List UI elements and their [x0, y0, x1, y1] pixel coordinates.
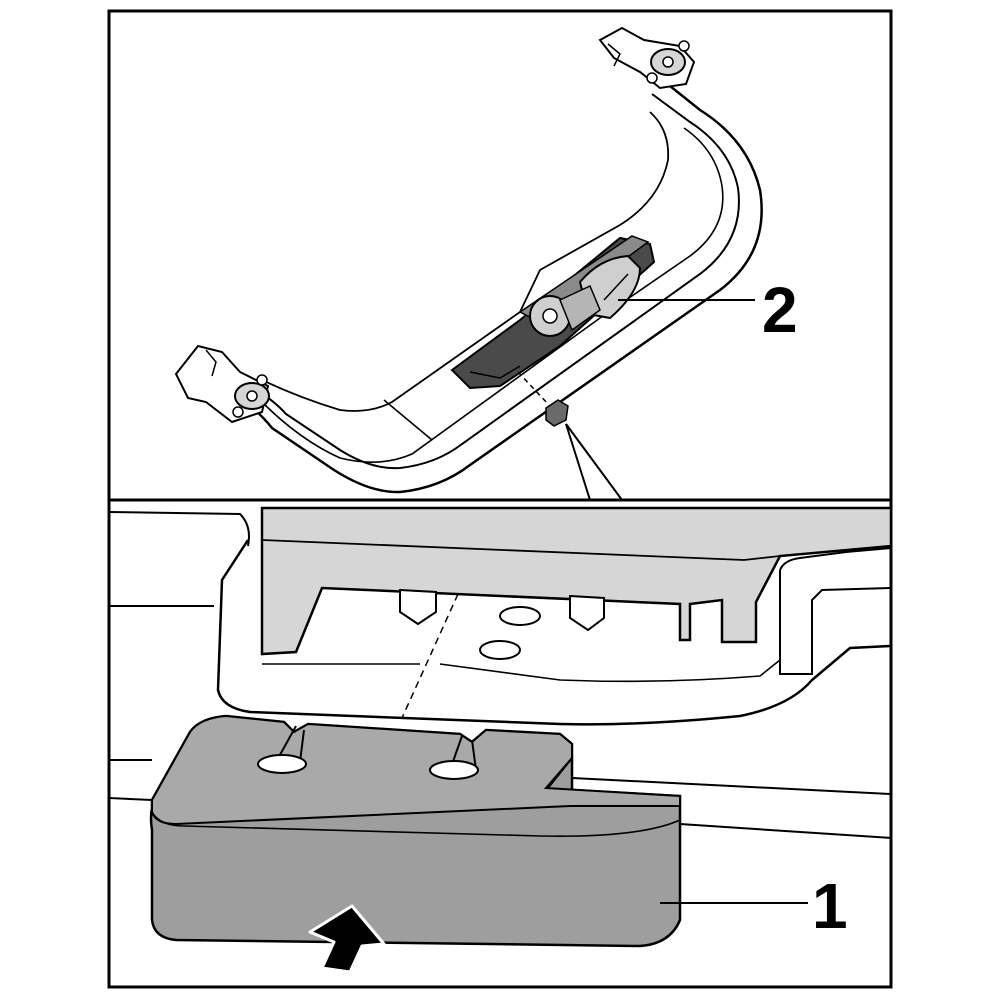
locating-tab-right [569, 594, 605, 632]
mounting-hole-upper [499, 606, 541, 626]
callout-1-label: 1 [812, 870, 848, 942]
zoom-leader-right [565, 423, 623, 501]
rail-track-left [261, 317, 601, 463]
rail-outer-contour [199, 77, 763, 494]
dashed-alignment-line [401, 593, 459, 719]
callout-2-label: 2 [762, 274, 798, 346]
right-bracket [598, 26, 696, 90]
surface-line-left-bottom [108, 797, 153, 801]
foam-block [149, 714, 682, 948]
surface-line-right-a [571, 777, 892, 795]
right-post [779, 547, 892, 675]
zoom-leader-left [565, 423, 591, 501]
rail-inner-contour [213, 93, 740, 470]
rail-upper-contour [261, 111, 670, 412]
push-arrow-icon [308, 904, 386, 974]
mounting-hole-lower [479, 640, 521, 660]
surface-line-left-top [108, 511, 250, 547]
foam-hole-left [257, 754, 307, 774]
motor-unit [450, 235, 656, 390]
dashed-alignment-line [517, 371, 549, 405]
housing-frame-inner [262, 659, 781, 683]
rail-track-right [599, 127, 724, 319]
section-mark [383, 399, 433, 441]
top-panel: 2 [174, 26, 798, 501]
small-foam-piece [545, 399, 569, 427]
surface-line-right-b [679, 823, 892, 839]
locating-tab-left [399, 588, 437, 626]
bottom-panel: 1 [108, 506, 893, 974]
left-bracket [174, 344, 270, 424]
foam-hole-right [429, 760, 479, 780]
upper-bracket [260, 506, 893, 656]
housing-frame [216, 539, 892, 726]
